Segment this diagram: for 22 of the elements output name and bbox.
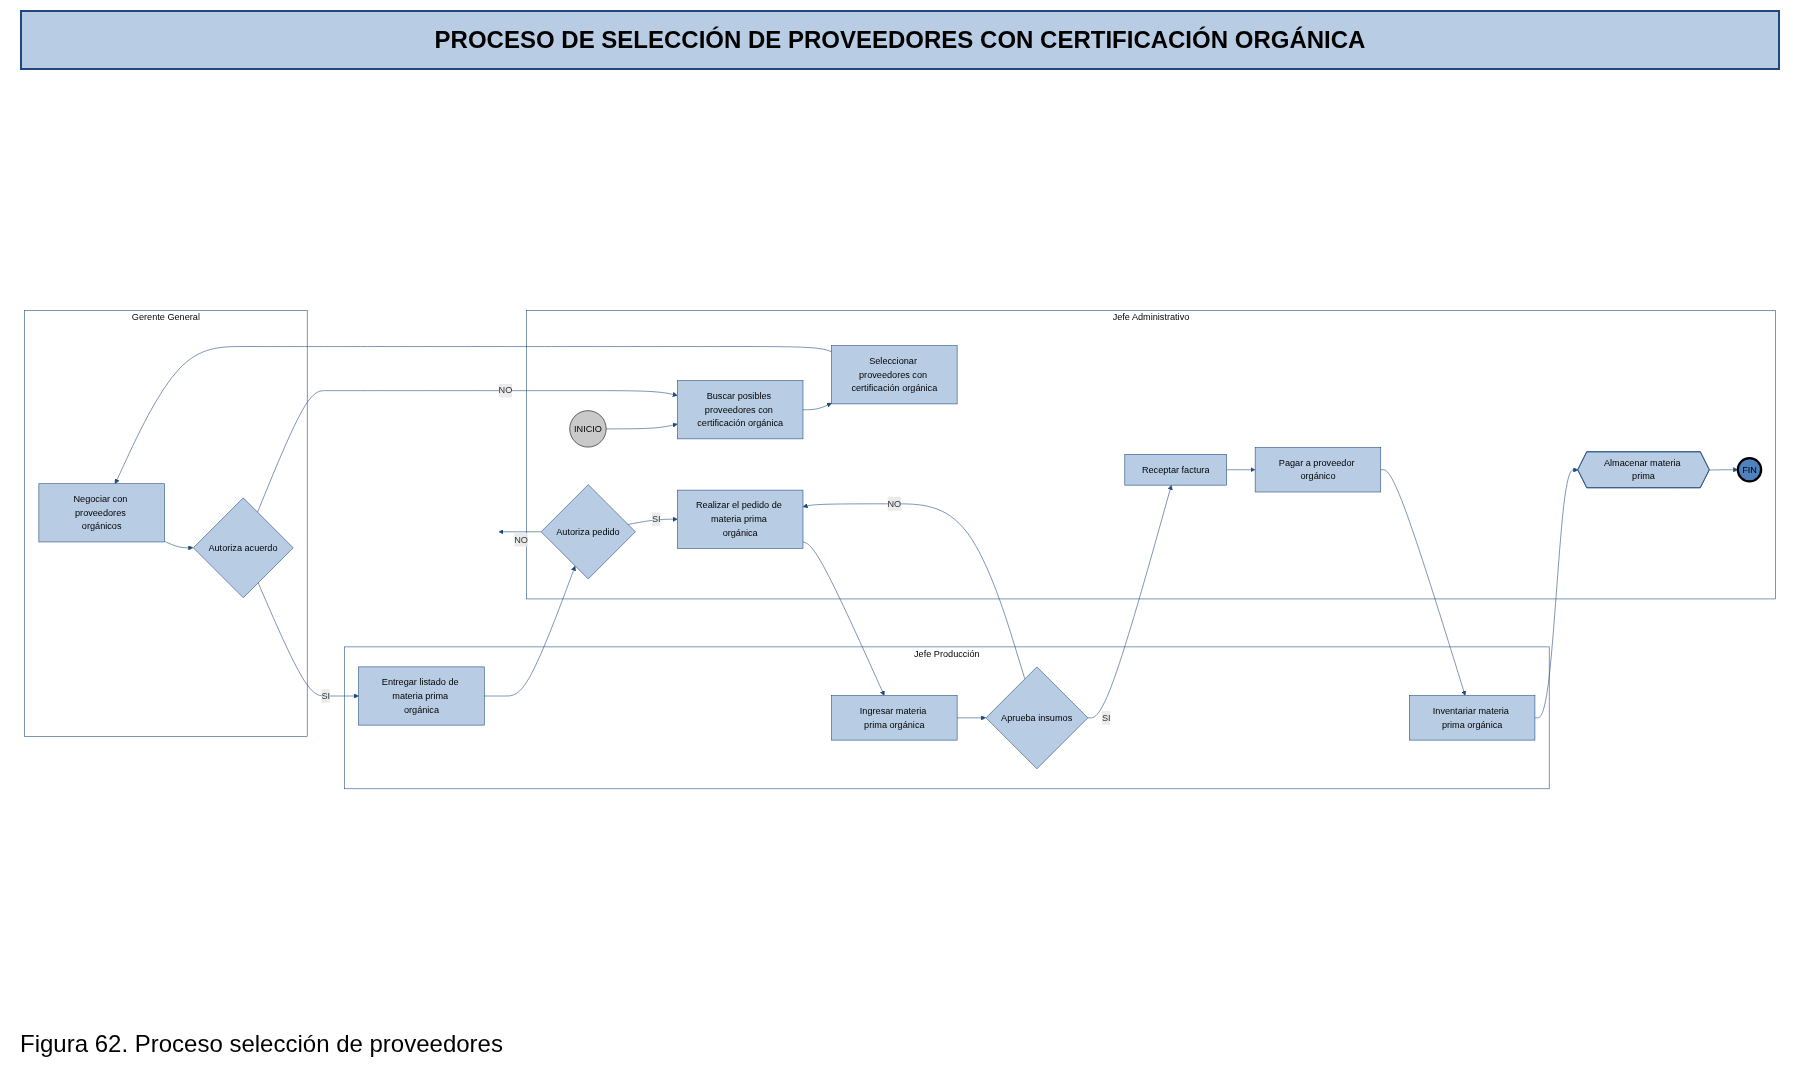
node-box: Seleccionar proveedores con certificación orgánica: [831, 345, 958, 405]
diagram-title: PROCESO DE SELECCIÓN DE PROVEEDORES CON CERTIFICACIÓN ORGÁNICA: [20, 10, 1780, 70]
edge-label: NO: [514, 534, 528, 545]
edge-label: NO: [887, 498, 902, 509]
node-diamond: Autoriza pedido: [540, 484, 636, 580]
node-diamond: Autoriza acuerdo: [193, 497, 294, 599]
node-box: Realizar el pedido de materia prima orgánica: [677, 490, 804, 549]
edge-label: SI: [1101, 713, 1111, 723]
node-box: Buscar posibles proveedores con certificación orgánica: [677, 380, 804, 440]
node-circle: INICIO: [569, 410, 607, 448]
node-box: Receptar factura: [1124, 454, 1227, 486]
node-box: Pagar a proveedor orgánico: [1254, 447, 1382, 493]
node-box: Negociar con proveedores orgánicos: [38, 483, 165, 543]
node-box: Inventariar materia prima orgánica: [1409, 695, 1536, 741]
node-box: Entregar listado de materia prima orgánica: [358, 666, 485, 726]
figure-caption: Figura 62. Proceso selección de proveedores: [20, 1030, 504, 1058]
node-box: Ingresar materia prima orgánica: [831, 695, 958, 741]
edge-label: NO: [498, 385, 513, 396]
edge-label: SI: [321, 691, 331, 701]
edge-label: SI: [651, 514, 661, 525]
node-diamond: Aprueba insumos: [985, 666, 1089, 770]
node-circle: FIN: [1736, 457, 1763, 483]
